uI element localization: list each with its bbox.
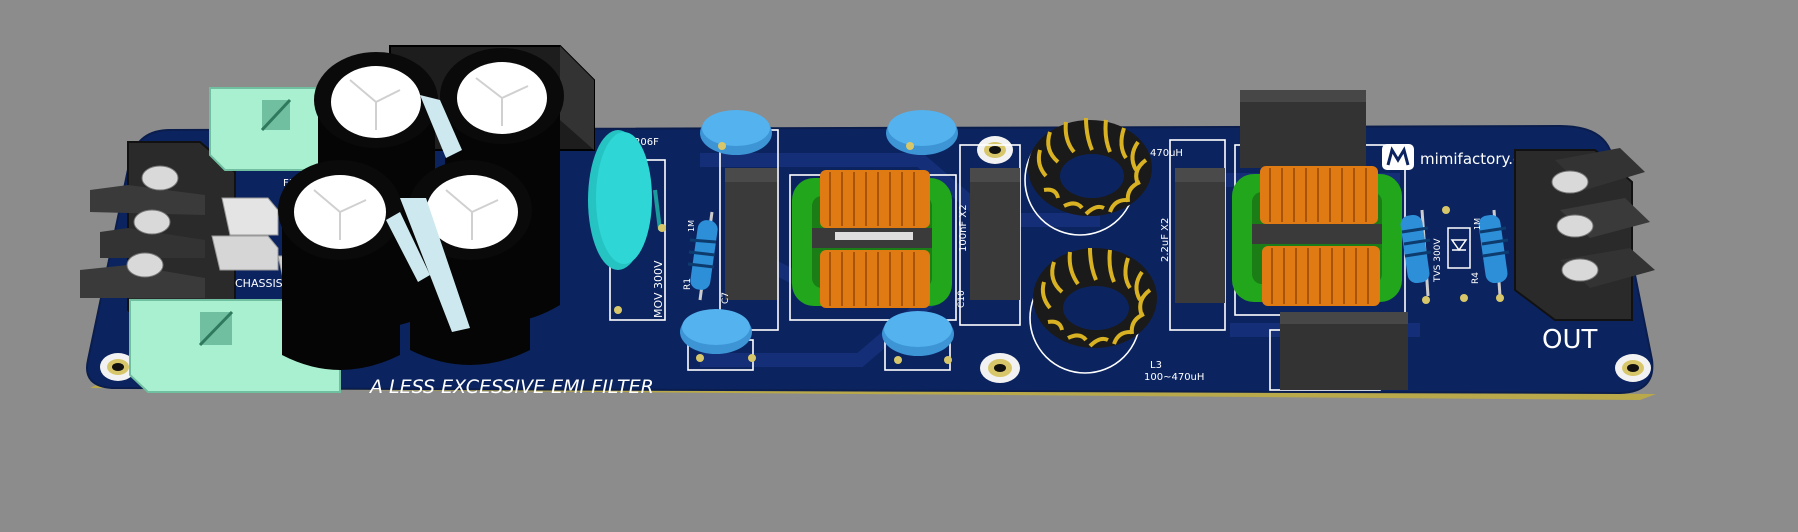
- electrolytic-capacitor: [278, 160, 402, 370]
- c10-label: C10: [957, 290, 967, 308]
- chassis-label: CHASSIS: [235, 277, 283, 290]
- cap-leads: [386, 95, 470, 332]
- output-label: OUT: [1542, 325, 1597, 355]
- c7-label: C7: [721, 292, 731, 304]
- film-capacitor: [1280, 312, 1408, 390]
- mounting-hole: [1615, 354, 1651, 382]
- tvs-label: TVS 300V: [1433, 238, 1443, 283]
- toroid-inductor-l2: [1028, 117, 1152, 216]
- l2-value-label: 470uH: [1150, 148, 1183, 159]
- mov-label: MOV 300V: [652, 260, 665, 318]
- r1-value-label: 1M: [687, 220, 696, 232]
- cap-part-label: 206F: [634, 137, 659, 148]
- mounting-hole: [100, 353, 136, 381]
- electrolytic-capacitor: [408, 160, 532, 365]
- c10-value-label: 100nF X2: [958, 204, 969, 252]
- output-terminal-block: [1514, 148, 1655, 321]
- x2-cap-value-label: 2.2uF X2: [1160, 218, 1171, 262]
- tvs-symbol: [1447, 227, 1471, 269]
- l3-value-label: 100~470uH: [1144, 372, 1204, 383]
- resistor-r1: [687, 211, 718, 301]
- solder-pads: [614, 142, 1504, 364]
- l3-label: L3: [1150, 360, 1162, 371]
- resistor-r4: [1478, 209, 1510, 297]
- ceramic-capacitor: [700, 110, 772, 155]
- mov-varistor: [588, 130, 662, 270]
- toroid-inductor-l3: [1033, 247, 1157, 348]
- film-capacitor: [970, 168, 1020, 300]
- r4-value-label: 1M: [1473, 218, 1482, 230]
- ceramic-capacitor: [882, 311, 954, 356]
- r1-label: R1: [683, 278, 693, 290]
- common-mode-choke-1: [792, 170, 952, 308]
- mimifactory-logo: [1382, 144, 1414, 170]
- ceramic-capacitor: [680, 309, 752, 354]
- board-title: A LESS EXCESSIVE EMI FILTER: [368, 376, 654, 398]
- film-capacitor: [1175, 168, 1225, 303]
- brand-text: mimifactory.com: [1420, 150, 1545, 168]
- ceramic-capacitor: [886, 110, 958, 155]
- film-capacitor: [1240, 90, 1366, 168]
- mounting-hole: [977, 136, 1013, 164]
- tvs-diode: [1400, 209, 1432, 297]
- mounting-hole: [980, 353, 1020, 383]
- common-mode-choke-2: [1232, 166, 1402, 306]
- fuse-holder-top: [209, 87, 331, 171]
- r4-label: R4: [1471, 272, 1481, 284]
- film-capacitor: [725, 168, 777, 300]
